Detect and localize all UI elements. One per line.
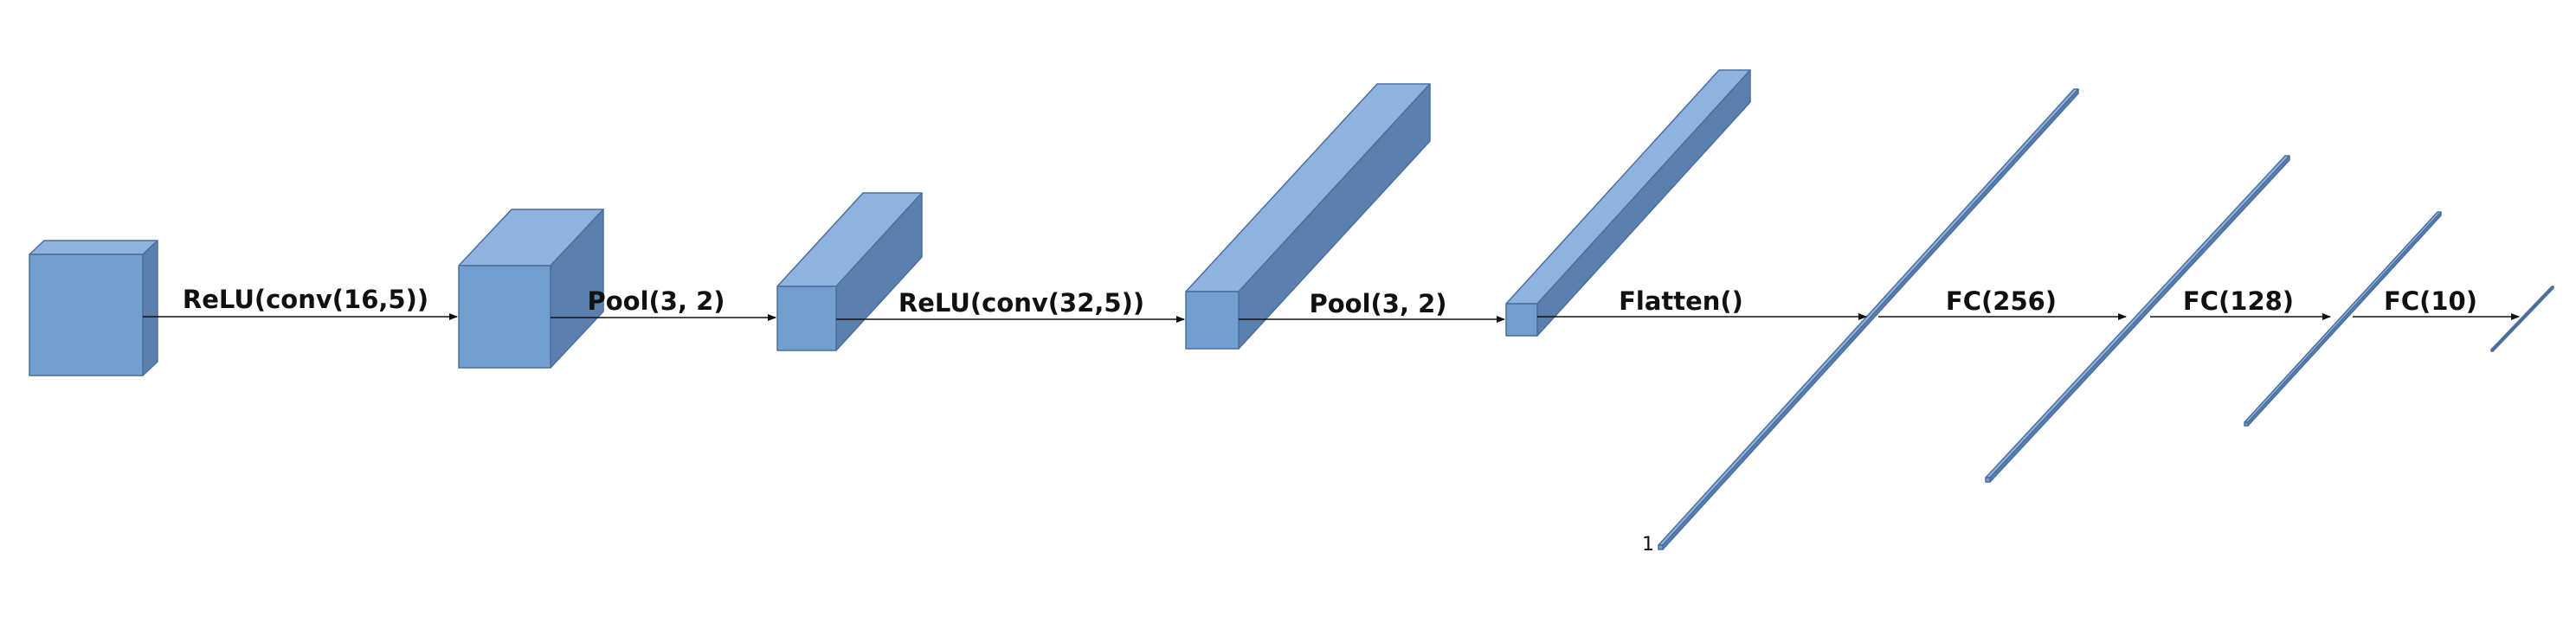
edge-1: ReLU(conv(16,5)) [143, 285, 458, 320]
edge-label: FC(128) [2183, 286, 2294, 316]
edge-6: FC(256) [1878, 286, 2127, 320]
edge-3: ReLU(conv(32,5)) [836, 288, 1185, 323]
fc10-vector-side-face [2492, 286, 2554, 352]
flatten-vector [1658, 88, 2079, 550]
edge-label: Pool(3, 2) [1309, 289, 1446, 318]
pool2-volume-top-face [1505, 69, 1751, 305]
edge-label: Pool(3, 2) [587, 286, 724, 316]
fc256-vector-front-face [1985, 477, 1991, 483]
tick-label-1: 1 [1642, 534, 1654, 556]
conv1-volume-front-face [458, 265, 551, 369]
fc128-vector-front-face [2244, 421, 2249, 427]
flatten-vector-front-face [1658, 544, 1664, 550]
input-volume [29, 240, 158, 376]
input-volume-top-face [29, 240, 158, 255]
fc256-vector-side-face [1989, 155, 2290, 483]
fc10-vector-front-face [2490, 349, 2494, 352]
edge-2: Pool(3, 2) [551, 286, 776, 321]
pool2-volume-front-face [1505, 303, 1538, 337]
fc10-vector [2490, 286, 2554, 352]
edge-5: Flatten() [1537, 286, 1867, 320]
layers [29, 69, 2554, 550]
edge-label: ReLU(conv(16,5)) [183, 285, 428, 314]
pool1-volume-front-face [776, 286, 837, 351]
edge-8: FC(10) [2353, 286, 2520, 320]
edge-label: ReLU(conv(32,5)) [898, 288, 1144, 318]
edge-label: FC(10) [2384, 286, 2477, 316]
edges: ReLU(conv(16,5)) Pool(3, 2) ReLU(conv(32,5… [143, 285, 2520, 323]
fc256-vector [1985, 155, 2290, 483]
edge-label: Flatten() [1619, 286, 1743, 316]
conv2-volume-front-face [1185, 291, 1240, 350]
edge-4: Pool(3, 2) [1239, 289, 1505, 323]
input-volume-front-face [29, 254, 144, 376]
edge-label: FC(256) [1946, 286, 2057, 316]
fc128-vector [2244, 211, 2442, 427]
conv2-volume [1185, 83, 1431, 350]
fc128-vector-side-face [2247, 211, 2442, 427]
conv1-volume [458, 209, 604, 369]
pool1-volume [776, 192, 923, 351]
flatten-vector-side-face [1662, 88, 2079, 550]
input-volume-side-face [142, 240, 158, 376]
edge-7: FC(128) [2150, 286, 2331, 320]
pool2-volume [1505, 69, 1751, 337]
